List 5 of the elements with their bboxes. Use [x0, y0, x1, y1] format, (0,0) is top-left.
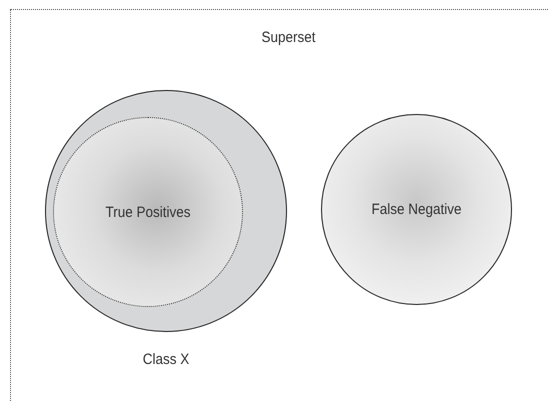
- set-label: True Positives: [105, 204, 190, 222]
- set-label: Superset: [261, 29, 316, 47]
- set-label: False Negative: [371, 201, 462, 219]
- superset-frame: [10, 9, 548, 401]
- set-label: Class X: [142, 351, 190, 369]
